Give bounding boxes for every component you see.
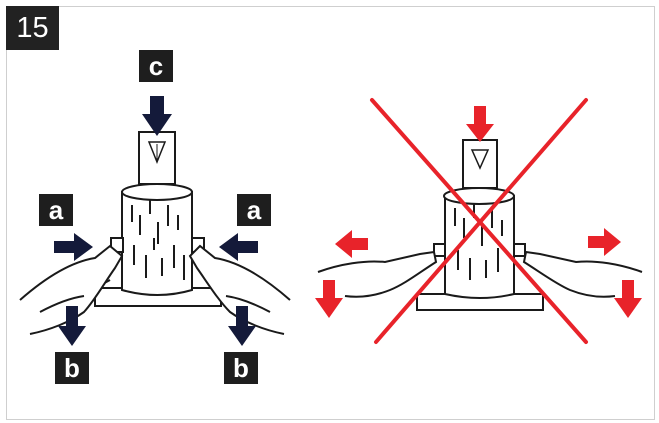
- wrong-arrows: [315, 106, 642, 318]
- arrow-c-down: [142, 96, 172, 136]
- correct-arrows: [54, 96, 258, 346]
- label-a-left: a: [39, 194, 73, 226]
- arrow-b-right: [228, 306, 256, 346]
- illustration-frame: [6, 6, 655, 420]
- right-hand-wrong: [522, 250, 643, 298]
- correct-method-figure: [19, 131, 291, 335]
- label-b-left: b: [55, 352, 89, 384]
- red-arrow-down-left: [315, 280, 343, 318]
- red-arrow-down-right: [614, 280, 642, 318]
- red-arrow-right: [588, 228, 621, 256]
- label-c: c: [139, 50, 173, 82]
- label-a-right: a: [237, 194, 271, 226]
- step-number-badge: 15: [6, 6, 59, 50]
- left-hand-wrong: [317, 250, 438, 298]
- arrow-b-left: [58, 306, 86, 346]
- red-arrow-down-top: [466, 106, 494, 142]
- arrow-a-left-side: [54, 233, 93, 261]
- arrow-a-right-side: [219, 233, 258, 261]
- right-hand: [188, 244, 291, 335]
- left-hand: [19, 244, 124, 335]
- wrong-cross: [370, 98, 588, 344]
- label-b-right: b: [224, 352, 258, 384]
- cylinder-wrong: [444, 195, 515, 299]
- red-arrow-left: [335, 230, 368, 258]
